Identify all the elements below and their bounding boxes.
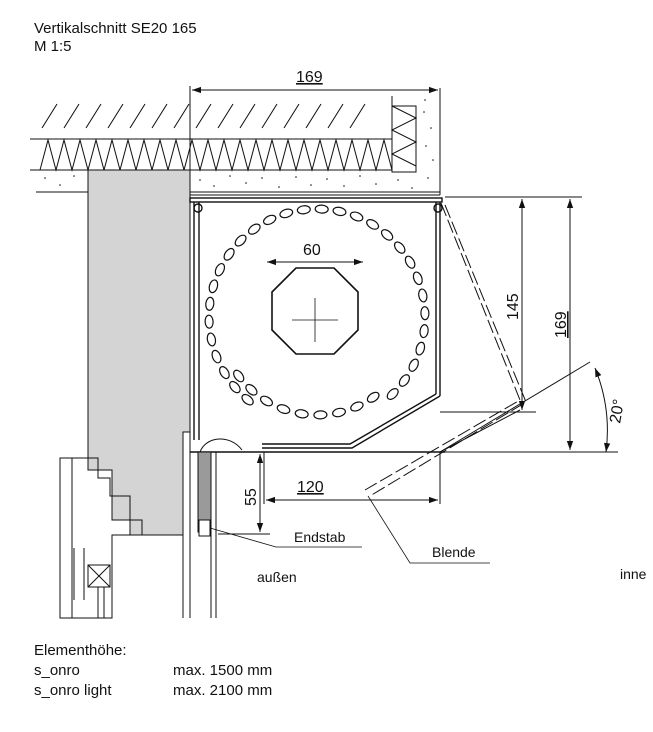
shutter-slat: [234, 234, 247, 247]
shutter-slat: [241, 393, 254, 406]
shutter-slat: [408, 358, 419, 372]
drawing-scale: M 1:5: [34, 38, 72, 55]
dim-total-height: 169: [553, 311, 570, 338]
shutter-slat: [263, 214, 277, 226]
shutter-slat: [313, 410, 328, 420]
dim-width-top: 169: [296, 69, 323, 86]
shutter-box: [189, 197, 445, 453]
blende-flap: [364, 202, 527, 497]
drawing-title: Vertikalschnitt SE20 165: [34, 20, 197, 37]
shutter-slat: [393, 241, 406, 254]
shutter-slat: [204, 314, 214, 329]
octagon-shaft: [271, 267, 359, 355]
shutter-slat: [419, 324, 429, 339]
shutter-slat: [349, 211, 364, 222]
shutter-slat: [233, 369, 245, 383]
dim-octagon: 60: [303, 242, 321, 259]
shutter-slat: [219, 366, 230, 380]
shutter-slat: [229, 380, 241, 394]
notes-product: s_onro: [34, 662, 80, 679]
shutter-slat: [332, 407, 346, 418]
notes-row: s_onro light max. 2100 mm: [34, 681, 272, 701]
shutter-slat: [259, 395, 274, 407]
dimension-lines: [189, 86, 618, 535]
shutter-slat: [223, 247, 235, 261]
shutter-slat: [294, 409, 309, 419]
shutter-slat: [350, 401, 364, 412]
dim-opening-width: 120: [297, 479, 324, 496]
label-innen: inne: [620, 566, 647, 582]
screed-stipple: [44, 99, 434, 189]
shutter-slat: [296, 205, 311, 215]
shutter-slat: [415, 341, 426, 356]
notes-product: s_onro light: [34, 682, 112, 699]
insulation-zigzag: [39, 138, 393, 172]
shutter-slat: [380, 229, 394, 241]
shutter-slat: [398, 374, 411, 387]
window-frame: [59, 432, 191, 619]
shutter-slat: [279, 208, 294, 219]
shutter-slat: [366, 391, 380, 403]
label-endstab: Endstab: [294, 529, 346, 545]
shutter-slat: [314, 204, 329, 214]
slab-hatch: [41, 103, 366, 129]
shutter-slat: [276, 404, 291, 415]
shutter-slat: [205, 296, 215, 311]
notes-heading: Elementhöhe:: [34, 642, 127, 659]
shutter-slat: [211, 349, 222, 364]
notes-row: s_onro max. 1500 mm: [34, 661, 272, 681]
shutter-slat: [208, 279, 219, 294]
shutter-slat: [332, 206, 347, 217]
shutter-slat: [420, 306, 430, 321]
shutter-slat: [214, 263, 226, 277]
label-blende: Blende: [432, 544, 476, 560]
shutter-slat: [412, 271, 423, 286]
shutter-slat: [386, 388, 399, 400]
shutter-slat: [247, 223, 261, 235]
guide-rail: [197, 438, 243, 618]
shutter-slat: [404, 255, 416, 269]
dim-opening-height: 55: [243, 488, 260, 506]
shutter-slat: [418, 288, 428, 303]
shutter-slat: [366, 219, 380, 230]
wall-pier: [87, 169, 191, 536]
element-height-notes: Elementhöhe: s_onro max. 1500 mm s_onro …: [34, 641, 272, 701]
label-aussen: außen: [257, 569, 297, 585]
leader-lines: [209, 495, 490, 564]
dim-angle: 20°: [607, 398, 628, 425]
shutter-slat: [245, 383, 258, 396]
notes-value: max. 2100 mm: [173, 682, 273, 699]
shutter-roll: [204, 204, 430, 420]
shutter-slat: [206, 332, 217, 347]
notes-value: max. 1500 mm: [173, 662, 273, 679]
dim-box-height: 145: [505, 293, 522, 320]
